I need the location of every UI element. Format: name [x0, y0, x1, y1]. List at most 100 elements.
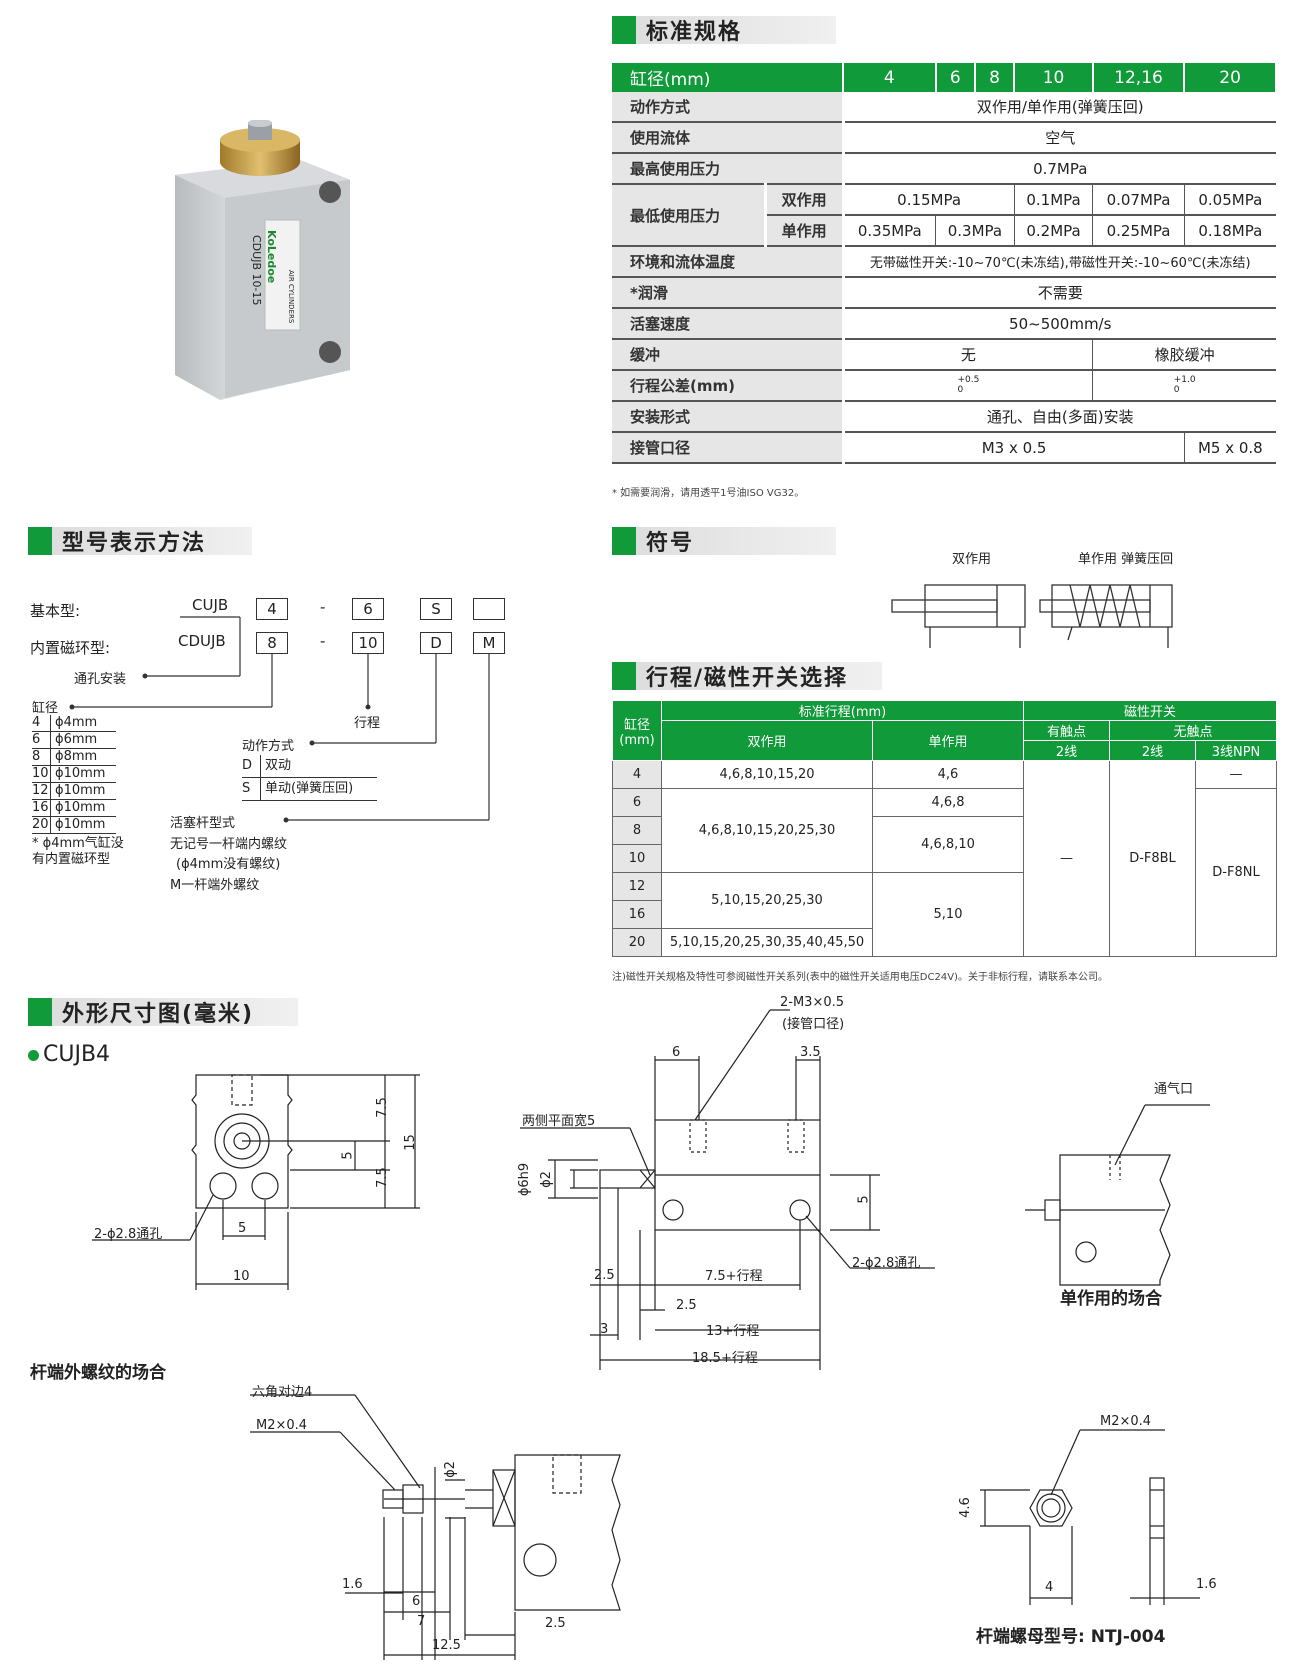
- bore-cell: 6: [612, 788, 662, 817]
- list-key: 4: [32, 715, 51, 731]
- h-std: 标准行程(mm): [661, 700, 1024, 721]
- double-cell: 5,10,15,20,25,30: [661, 872, 873, 929]
- single-cell: 4,6: [872, 760, 1024, 789]
- row-value: 0.2MPa: [1013, 215, 1093, 247]
- dim-label: 4: [1045, 1580, 1054, 1595]
- list-value: 单动(弹簧压回): [265, 781, 354, 796]
- code-box-rod: M: [473, 632, 505, 654]
- spec-row: 环境和流体温度 无带磁性开关:-10~70℃(未冻结),带磁性开关:-10~60…: [612, 246, 1276, 278]
- bore-cell: 4: [843, 63, 937, 92]
- dim-label: 7: [417, 1614, 426, 1629]
- dim-label: 2.5: [545, 1616, 566, 1631]
- dim-label: 1.6: [1196, 1577, 1217, 1592]
- single-cell: 4,6,8: [872, 788, 1024, 817]
- bore-cell: 8: [612, 816, 662, 845]
- section-title: 型号表示方法: [62, 531, 207, 556]
- list-value: ϕ10mm: [55, 783, 106, 798]
- dim-label: 2-M3×0.5: [780, 995, 845, 1010]
- stroke-title: 行程: [354, 716, 381, 731]
- dim-label: 2.5: [594, 1268, 615, 1283]
- spec-row: 接管口径 M3 x 0.5 M5 x 0.8: [612, 432, 1276, 464]
- stroke-header-row: 2线 2线 3线NPN: [613, 740, 1277, 761]
- h-bore: 缸径(mm): [612, 700, 662, 761]
- list-value: ϕ10mm: [55, 800, 106, 815]
- dim-label: 4.6: [957, 1497, 973, 1518]
- list-key: S: [242, 778, 261, 800]
- symbol-single-label: 单作用 弹簧压回: [1078, 552, 1174, 567]
- spec-row: *润滑 不需要: [612, 277, 1276, 309]
- row-value: 0.1MPa: [1013, 184, 1093, 216]
- row-label: 动作方式: [612, 92, 845, 123]
- spec-row: 最高使用压力 0.7MPa: [612, 153, 1276, 185]
- code-box-stroke: 10: [352, 632, 384, 654]
- row-value: 空气: [843, 122, 1276, 154]
- stroke-table: 缸径(mm) 标准行程(mm) 磁性开关 双作用 单作用 有触点 无触点 2线 …: [612, 700, 1277, 957]
- bore-cell: 12: [612, 872, 662, 901]
- bore-title: 缸径: [32, 701, 59, 716]
- table-row: 6 4,6,8,10,15,20,25,30 4,6,8 D-F8NL: [612, 788, 1277, 957]
- label-model: CDUJB 10-15: [250, 235, 263, 306]
- nut-model-caption: 杆端螺母型号: NTJ-004: [976, 1627, 1166, 1647]
- list-key: D: [242, 755, 261, 777]
- dim-label: 18.5+行程: [692, 1351, 758, 1366]
- table-row: 10: [612, 844, 1277, 873]
- stroke-note: 注)磁性开关规格及特性可参阅磁性开关系列(表中的磁性开关适用电压DC24V)。关…: [612, 972, 1108, 983]
- dim-label: 3: [600, 1322, 609, 1337]
- list-key: 16: [32, 800, 51, 816]
- vent-label: 通气口: [1154, 1082, 1194, 1097]
- switch-3w-cell: —: [1195, 760, 1277, 789]
- single-case-caption: 单作用的场合: [1060, 1289, 1162, 1309]
- code-box-stroke: 6: [352, 598, 384, 620]
- bore-cell: 12,16: [1092, 63, 1186, 92]
- list-value: 双动: [265, 758, 292, 773]
- dim-label: 7.5+行程: [705, 1269, 763, 1284]
- table-row: 4 4,6,8,10,15,20 4,6 — D-F8BL —: [612, 760, 1277, 957]
- h-single: 单作用: [872, 720, 1024, 761]
- code-box-action: D: [420, 632, 452, 654]
- dim-label: ϕ6h9: [517, 1162, 533, 1197]
- model-section-header: 型号表示方法: [28, 527, 252, 556]
- dim-label: 六角对边4: [252, 1385, 313, 1400]
- list-key: 8: [32, 749, 51, 765]
- h-2w: 2线: [1109, 740, 1196, 761]
- row-value: 通孔、自由(多面)安装: [843, 401, 1276, 433]
- h-3w: 3线NPN: [1195, 740, 1277, 761]
- cujb4-label: CUJB4: [43, 1042, 111, 1067]
- bore-note-1: * ϕ4mm气缸没: [32, 836, 124, 851]
- row-value: 0.25MPa: [1092, 215, 1185, 247]
- dim-label: 3.5: [800, 1045, 821, 1060]
- dim-label: M2×0.4: [1100, 1414, 1152, 1429]
- spec-row: 安装形式 通孔、自由(多面)安装: [612, 401, 1276, 433]
- bore-cell: 16: [612, 900, 662, 929]
- double-cell: 4,6,8,10,15,20,25,30: [661, 788, 873, 873]
- h-double: 双作用: [661, 720, 873, 761]
- code-box-action: S: [420, 598, 452, 620]
- row-value: 0.7MPa: [843, 153, 1276, 185]
- dim-label: 5: [340, 1151, 356, 1160]
- single-cell: 5,10: [872, 872, 1024, 957]
- tol-lower: 0: [957, 385, 964, 395]
- h-2w: 2线: [1023, 740, 1110, 761]
- dim-label: 6: [412, 1594, 421, 1609]
- row-label: *润滑: [612, 277, 845, 309]
- spec-section-header: 标准规格: [612, 16, 836, 45]
- dim-label: 5: [856, 1195, 872, 1204]
- dim-label: 15: [402, 1134, 418, 1151]
- dim-label: 5: [238, 1221, 247, 1236]
- spec-row: 活塞速度 50~500mm/s: [612, 308, 1276, 340]
- spec-row: 使用流体 空气: [612, 122, 1276, 154]
- double-cell: 5,10,15,20,25,30,35,40,45,50: [661, 928, 873, 957]
- dash: -: [320, 598, 326, 616]
- row-value: 0.35MPa: [843, 215, 936, 247]
- code-box-rod: [473, 598, 505, 620]
- bore-cell: 4: [612, 760, 662, 789]
- row-value: 无带磁性开关:-10~70℃(未冻结),带磁性开关:-10~60℃(未冻结): [843, 246, 1276, 278]
- bore-note-2: 有内置磁环型: [32, 852, 111, 867]
- row-label: 安装形式: [612, 401, 845, 433]
- section-square-icon: [28, 998, 52, 1026]
